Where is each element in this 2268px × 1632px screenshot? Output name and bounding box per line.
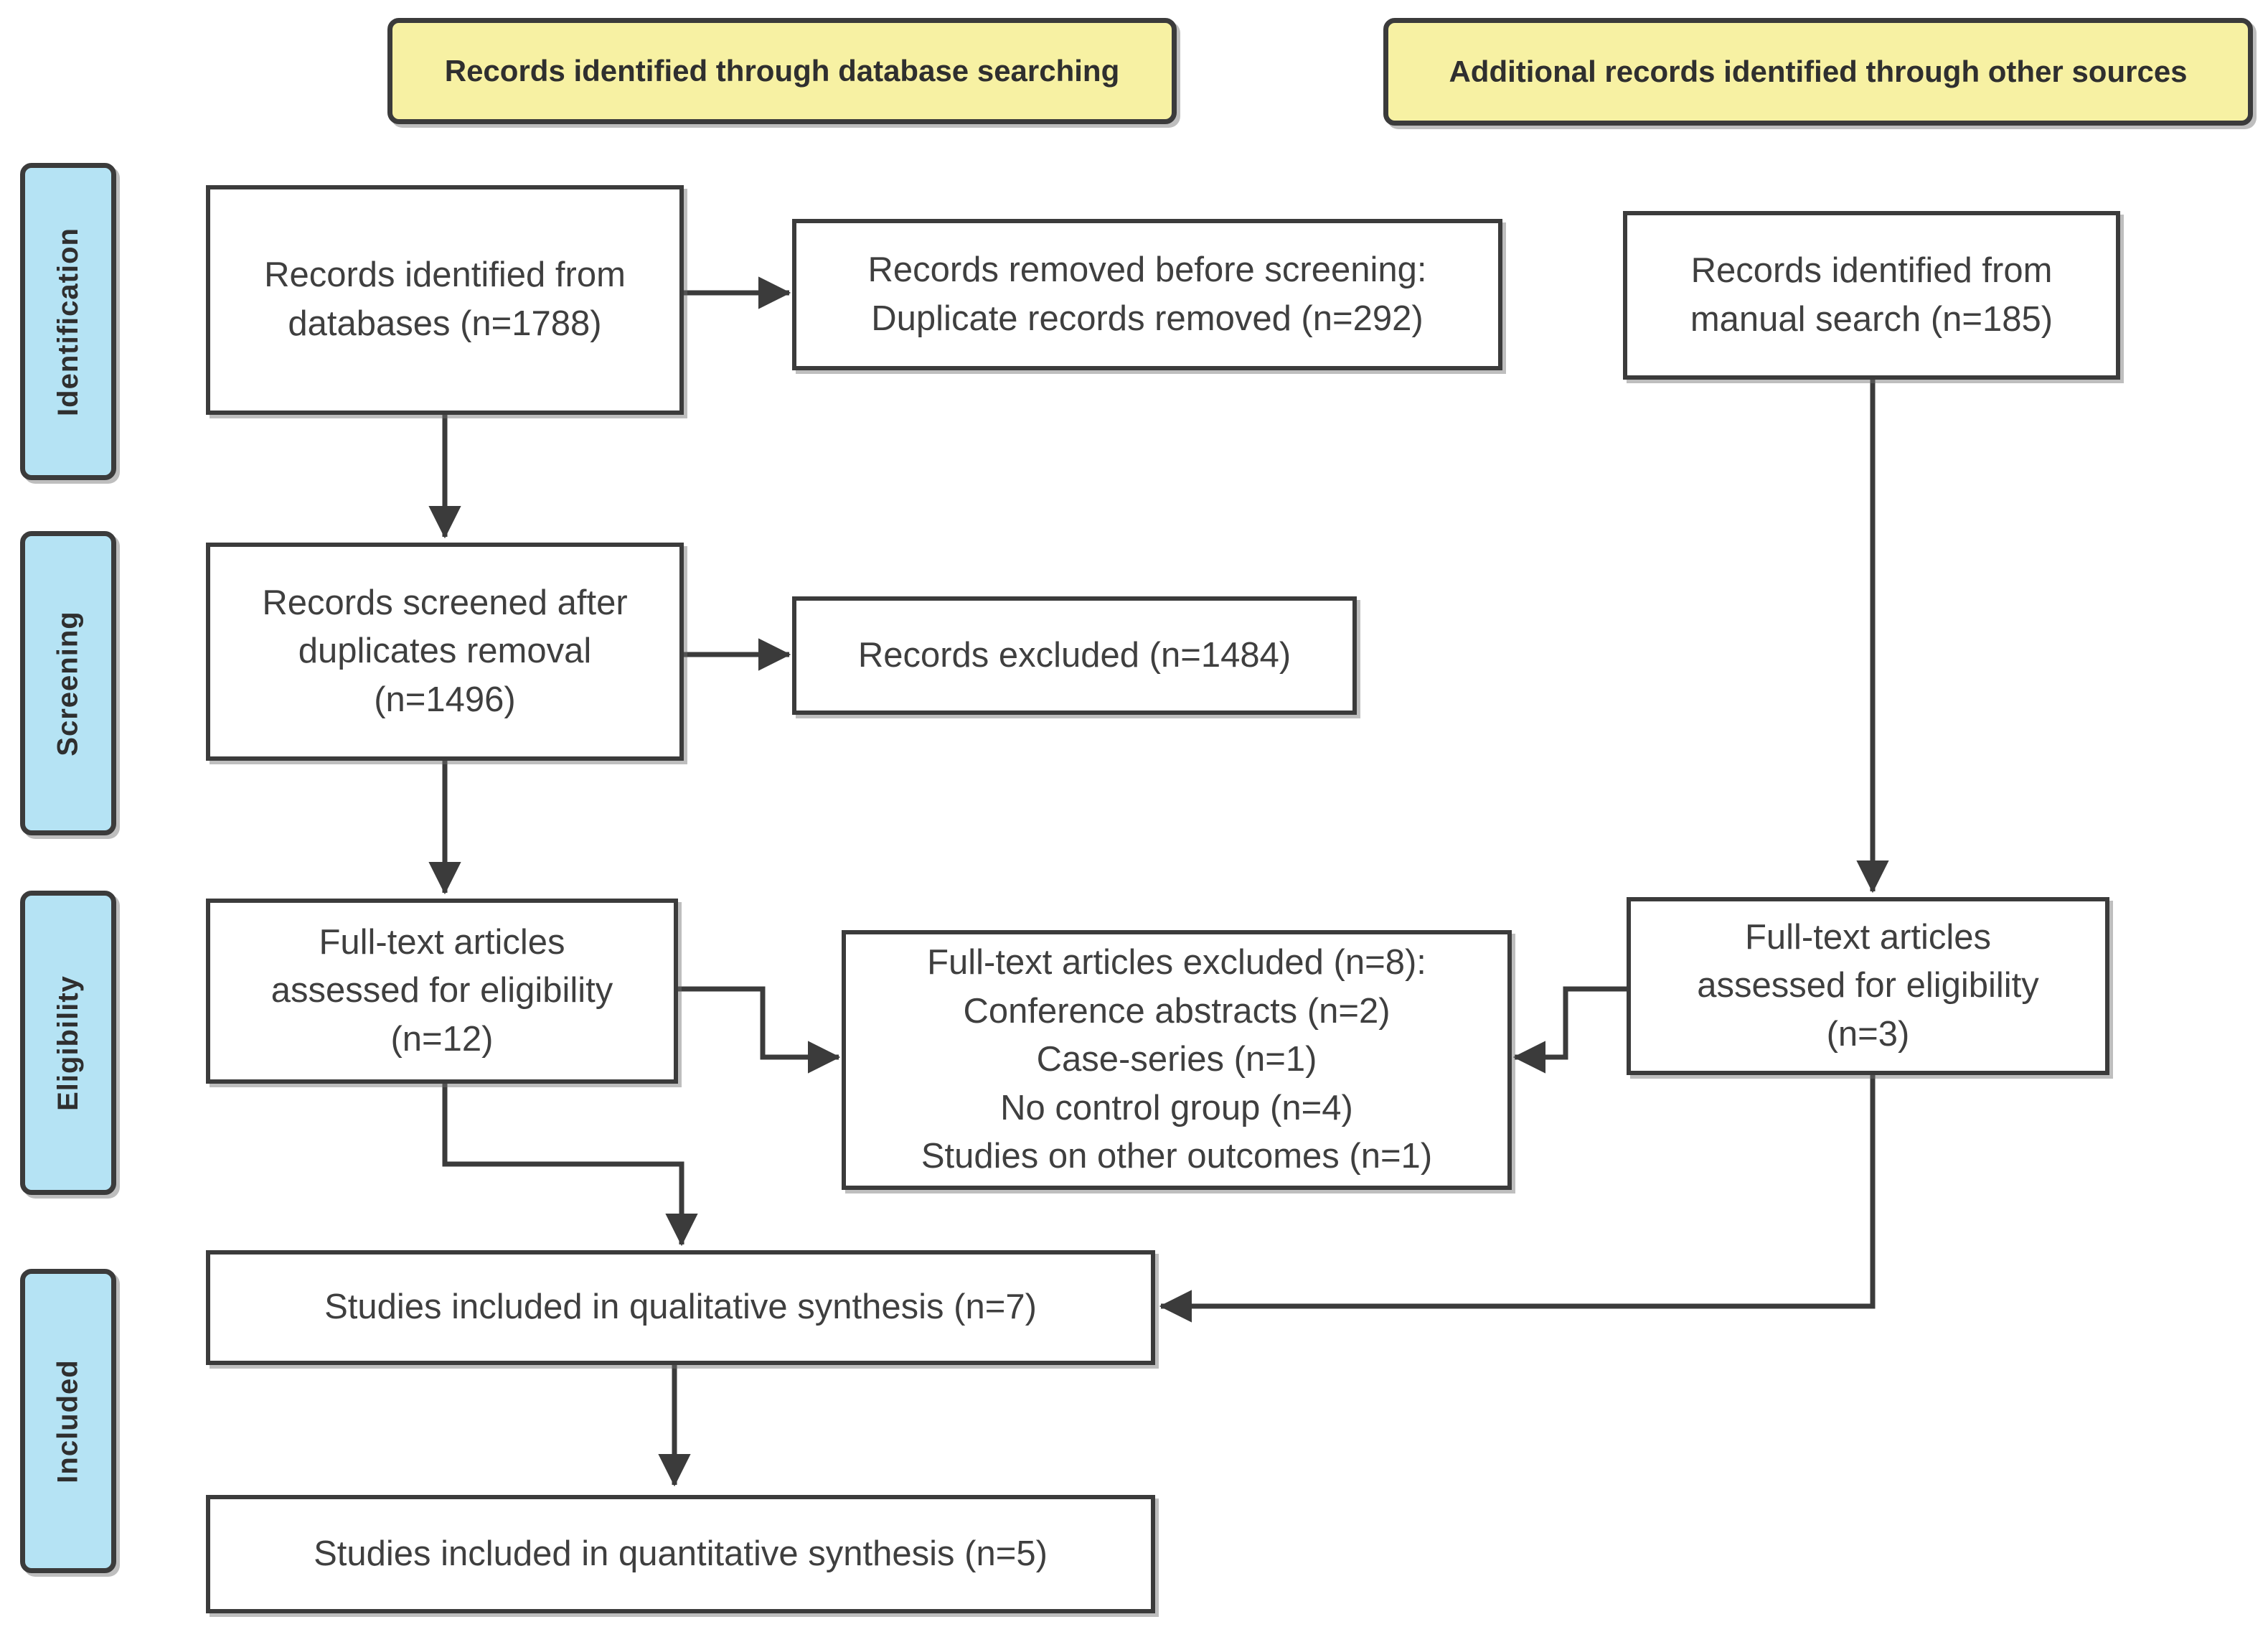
- banner-database-searching: Records identified through database sear…: [387, 18, 1177, 124]
- box-records-screened-text: Records screened after duplicates remova…: [262, 583, 628, 719]
- box-records-excluded-text: Records excluded (n=1484): [857, 635, 1291, 675]
- stage-eligibility-label: Eligibility: [52, 975, 84, 1111]
- box-fulltext-assessed-right: Full-text articles assessed for eligibil…: [1627, 897, 2109, 1075]
- box-records-screened: Records screened after duplicates remova…: [206, 543, 684, 761]
- banner-database-searching-label: Records identified through database sear…: [444, 54, 1120, 88]
- arrow-fulltext-left-to-qualitative: [442, 1084, 698, 1247]
- box-qualitative-synthesis-text: Studies included in qualitative synthesi…: [324, 1288, 1037, 1327]
- box-fulltext-excluded: Full-text articles excluded (n=8): Confe…: [842, 930, 1512, 1190]
- arrow-fulltext-left-to-excluded: [678, 986, 841, 1074]
- box-records-identified-databases: Records identified from databases (n=178…: [206, 185, 684, 415]
- box-fulltext-assessed-right-text: Full-text articles assessed for eligibil…: [1697, 917, 2039, 1054]
- box-records-excluded: Records excluded (n=1484): [792, 596, 1357, 715]
- stage-identification-label: Identification: [52, 227, 84, 416]
- box-quantitative-synthesis-text: Studies included in quantitative synthes…: [314, 1534, 1048, 1573]
- stage-included-label: Included: [52, 1359, 84, 1483]
- box-records-manual-search-text: Records identified from manual search (n…: [1690, 250, 2053, 339]
- banner-other-sources: Additional records identified through ot…: [1383, 18, 2253, 126]
- banner-other-sources-label: Additional records identified through ot…: [1449, 55, 2188, 88]
- box-records-identified-databases-text: Records identified from databases (n=178…: [264, 255, 626, 343]
- arrow-fulltext-right-to-qualitative: [1159, 1075, 1876, 1323]
- stage-screening: Screening: [20, 531, 116, 835]
- stage-identification: Identification: [20, 163, 116, 480]
- stage-included: Included: [20, 1269, 116, 1573]
- box-fulltext-assessed-left: Full-text articles assessed for eligibil…: [206, 899, 678, 1084]
- box-quantitative-synthesis: Studies included in quantitative synthes…: [206, 1495, 1155, 1613]
- box-fulltext-excluded-text: Full-text articles excluded (n=8): Confe…: [921, 942, 1433, 1176]
- stage-screening-label: Screening: [52, 610, 84, 756]
- box-qualitative-synthesis: Studies included in qualitative synthesi…: [206, 1250, 1155, 1365]
- box-fulltext-assessed-left-text: Full-text articles assessed for eligibil…: [270, 922, 613, 1059]
- arrow-fulltext-right-to-excluded: [1512, 986, 1627, 1074]
- box-records-removed-before-screening: Records removed before screening: Duplic…: [792, 219, 1502, 370]
- box-records-manual-search: Records identified from manual search (n…: [1623, 211, 2120, 380]
- box-records-removed-before-screening-text: Records removed before screening: Duplic…: [867, 250, 1427, 338]
- stage-eligibility: Eligibility: [20, 891, 116, 1195]
